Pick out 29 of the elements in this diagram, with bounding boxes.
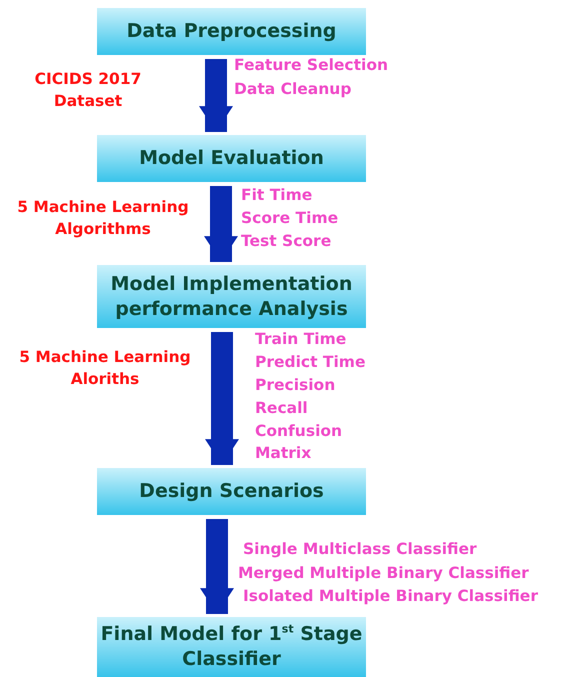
step-detail: Data Cleanup bbox=[234, 79, 352, 100]
block-arrow bbox=[199, 59, 233, 132]
step-detail: Train Time bbox=[255, 329, 346, 350]
process-box bbox=[97, 265, 366, 328]
step-detail: Feature Selection bbox=[234, 55, 388, 76]
step-detail: Recall bbox=[255, 398, 308, 419]
step-detail: Isolated Multiple Binary Classifier bbox=[243, 586, 538, 607]
step-detail: Precision bbox=[255, 375, 336, 396]
step-detail: Merged Multiple Binary Classifier bbox=[238, 563, 529, 584]
step-title: Data Preprocessing bbox=[126, 19, 336, 44]
step-title: Design Scenarios bbox=[139, 479, 324, 504]
step-detail: Fit Time bbox=[241, 185, 312, 206]
step-title: Model Evaluation bbox=[139, 146, 324, 171]
step-detail: Score Time bbox=[241, 208, 338, 229]
process-box bbox=[97, 135, 366, 182]
process-box bbox=[97, 468, 366, 515]
input-note: CICIDS 2017 Dataset bbox=[34, 69, 142, 112]
block-arrow bbox=[200, 519, 234, 614]
process-box bbox=[97, 8, 366, 55]
step-title: Model Implementation performance Analysis bbox=[110, 272, 354, 322]
step-detail: Single Multiclass Classifier bbox=[243, 539, 477, 560]
step-detail: Predict Time bbox=[255, 352, 366, 373]
step-title: Final Model for 1$^{st}$ Stage Classifier bbox=[100, 622, 364, 672]
block-arrow bbox=[204, 186, 238, 262]
input-note: 5 Machine Learning Algorithms bbox=[16, 197, 190, 240]
step-detail: Test Score bbox=[241, 231, 332, 252]
step-detail: Confusion Matrix bbox=[255, 421, 344, 464]
input-note: 5 Machine Learning Aloriths bbox=[18, 347, 192, 390]
block-arrow bbox=[205, 332, 239, 465]
